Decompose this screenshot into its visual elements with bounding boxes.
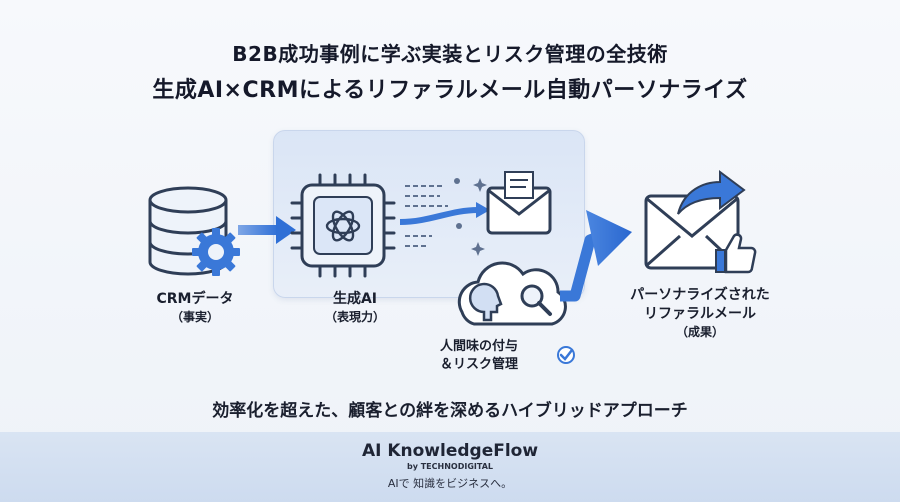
- footer: AI KnowledgeFlow by TECHNODIGITAL AIで 知識…: [0, 432, 900, 502]
- arrow-crm-to-ai: [238, 216, 296, 244]
- result-line-2: リファラルメール: [644, 305, 756, 322]
- ai-chip-icon: [290, 173, 396, 278]
- result-label: パーソナライズされた リファラルメール （成果）: [600, 286, 800, 340]
- ai-title: 生成AI: [332, 291, 378, 307]
- tagline: 効率化を超えた、顧客との絆を深めるハイブリッドアプローチ: [212, 401, 688, 421]
- arrow-to-result: [560, 210, 632, 302]
- human-review-icon: [457, 261, 567, 326]
- crm-title: CRMデータ: [156, 291, 234, 307]
- title-line-2: 生成AI×CRMによるリファラルメール自動パーソナライズ: [152, 78, 748, 103]
- result-line-1: パーソナライズされた: [630, 287, 770, 303]
- result-sub: （成果）: [675, 324, 724, 339]
- crm-sub: （事実）: [170, 309, 219, 324]
- sparkle-icon: [454, 178, 487, 256]
- check-icon: [557, 346, 575, 364]
- footer-brand: AI KnowledgeFlow: [361, 441, 539, 461]
- footer-by: by TECHNODIGITAL: [407, 462, 493, 471]
- database-gear-icon: [148, 186, 240, 276]
- title-line-1: B2B成功事例に学ぶ実装とリスク管理の全技術: [232, 42, 668, 66]
- mail-share-like-icon: [644, 170, 757, 274]
- data-stream-lines: [405, 185, 448, 247]
- footer-slogan: AIで 知識をビジネスへ。: [387, 477, 513, 490]
- human-line-1: 人間味の付与: [440, 339, 519, 354]
- ai-sub: （表現力）: [324, 309, 385, 324]
- crm-label: CRMデータ （事実）: [140, 290, 250, 325]
- human-label: 人間味の付与 ＆リスク管理: [440, 338, 570, 373]
- draft-mail-icon: [486, 171, 552, 235]
- human-line-2: ＆リスク管理: [440, 356, 519, 372]
- ai-label: 生成AI （表現力）: [295, 290, 415, 325]
- arrow-ai-to-draft: [399, 207, 479, 225]
